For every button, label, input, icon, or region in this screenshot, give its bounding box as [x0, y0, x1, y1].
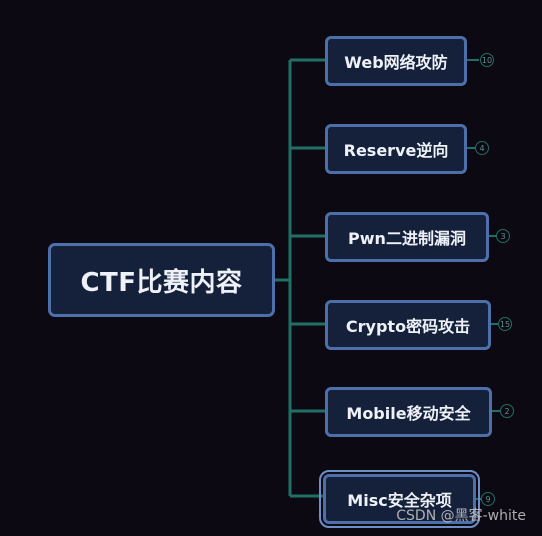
child-count-badge-web[interactable]: 10 — [480, 53, 494, 67]
child-count-badge-misc[interactable]: 9 — [481, 492, 495, 506]
branch-node-crypto[interactable]: Crypto密码攻击 — [325, 300, 491, 350]
branch-node-pwn[interactable]: Pwn二进制漏洞 — [325, 212, 489, 262]
child-count-badge-reserve[interactable]: 4 — [475, 141, 489, 155]
watermark-text: CSDN @黑客-white — [396, 508, 526, 524]
child-count-badge-pwn[interactable]: 3 — [496, 229, 510, 243]
root-node[interactable]: CTF比赛内容 — [48, 243, 275, 317]
branch-node-misc[interactable]: Misc安全杂项 — [319, 470, 480, 528]
branch-node-reserve[interactable]: Reserve逆向 — [325, 124, 467, 174]
trunk-line — [275, 60, 292, 496]
branch-node-mobile[interactable]: Mobile移动安全 — [325, 387, 492, 437]
branch-node-web[interactable]: Web网络攻防 — [325, 36, 467, 86]
child-count-badge-crypto[interactable]: 15 — [498, 317, 512, 331]
child-count-badge-mobile[interactable]: 2 — [500, 404, 514, 418]
